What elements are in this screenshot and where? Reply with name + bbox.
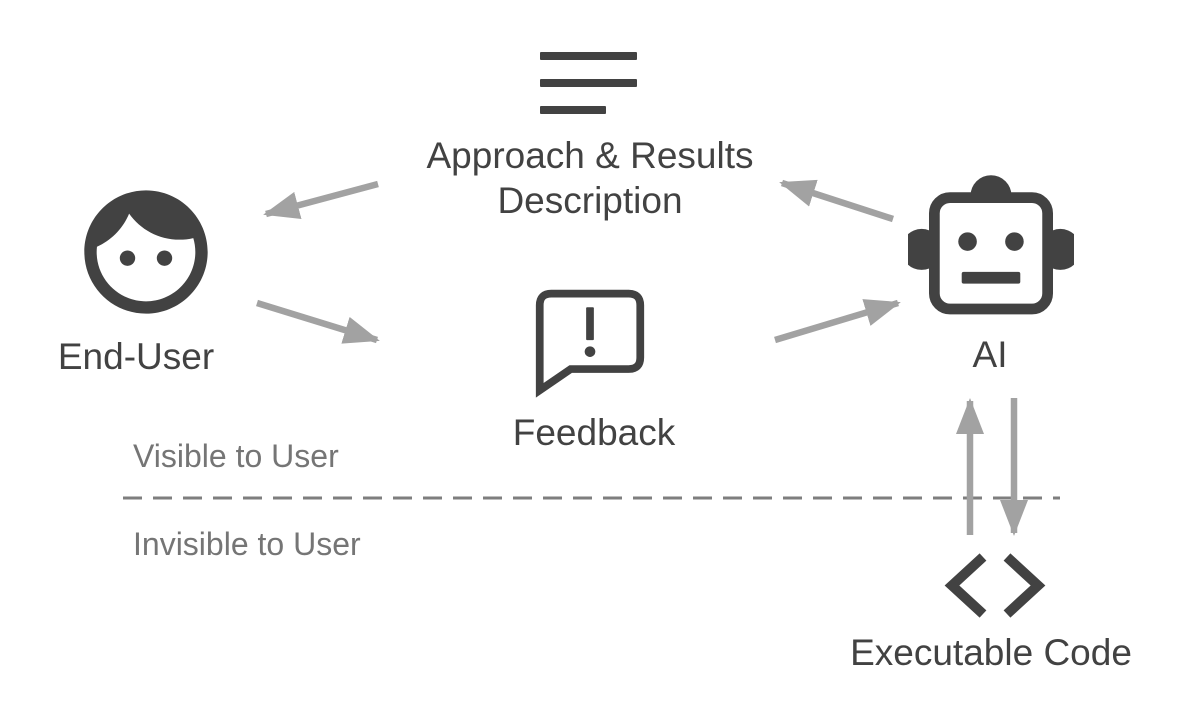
approach-results-label: Approach & Results Description [426,133,753,223]
code-icon [943,553,1047,618]
arrow-feedback-to-ai [774,299,901,344]
ai-label: AI [972,334,1008,375]
notes-icon [540,52,637,114]
end-user-label: End-User [57,336,215,377]
robot-icon [908,172,1074,319]
invisible-to-user-label: Invisible to User [133,526,361,562]
arrow-ai-to-description [779,179,895,223]
approach-results-label-line2: Description [497,180,683,221]
visible-to-user-label: Visible to User [133,438,339,474]
feedback-label: Feedback [512,412,676,453]
arrow-description-to-enduser [263,180,379,219]
arrow-enduser-to-feedback [256,299,380,344]
executable-code-label: Executable Code [850,632,1132,673]
feedback-bubble-icon [532,286,648,398]
approach-results-label-line1: Approach & Results [426,135,754,176]
face-icon [72,178,220,326]
